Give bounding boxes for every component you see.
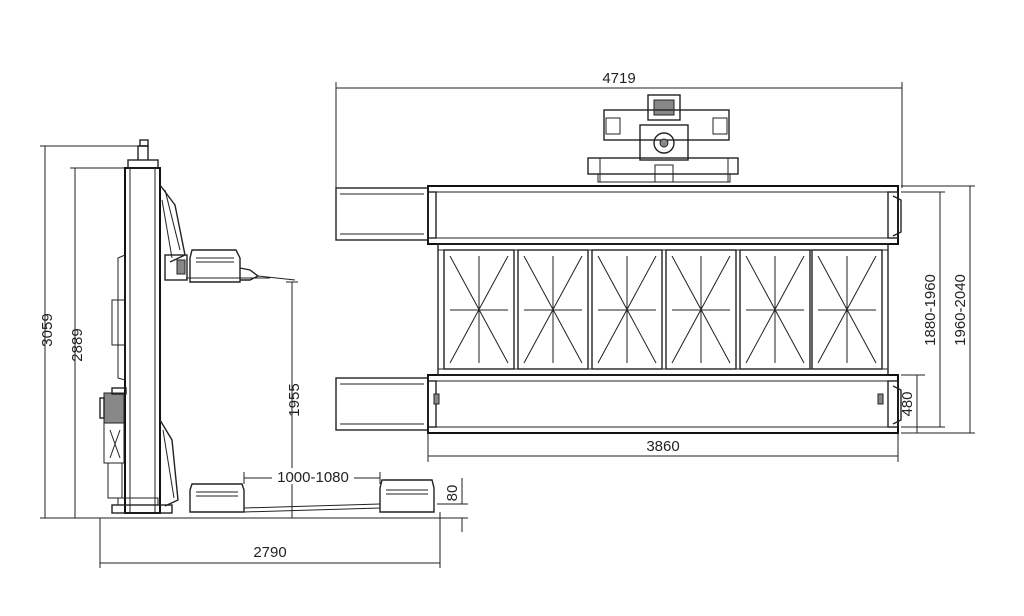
top-drive-unit [587,94,739,183]
dim-column-height-label: 2889 [69,328,86,361]
dim-runway-length: 3860 [427,433,899,462]
lattice-panel [665,249,737,370]
dim-inner-width: 1880-1960 [901,191,945,428]
top-view: 4719 3860 480 1880-1960 1960 [335,70,975,462]
dim-platform-height-label: 1955 [286,383,303,416]
dim-column-height: 2889 [69,167,125,518]
top-lattice-platform [437,243,889,376]
lattice-panel [443,249,515,370]
top-runway-upper [335,185,902,245]
dim-side-length-label: 2790 [253,544,286,561]
lattice-panel [739,249,811,370]
dim-outer-width-label: 1960-2040 [952,274,969,346]
dim-side-length: 2790 [99,512,441,568]
dim-overall-length-label: 4719 [602,70,635,87]
top-runway-lower [335,374,902,434]
dim-ramp-spacing: 1000-1080 [243,468,381,486]
dim-ramp-height-label: 80 [444,485,461,502]
dim-outer-width: 1960-2040 [901,185,975,434]
dim-ramp-spacing-label: 1000-1080 [277,469,349,486]
dim-total-height: 3059 [39,145,140,519]
side-column [111,139,186,514]
dim-inner-width-label: 1880-1960 [922,274,939,346]
lattice-panel [591,249,663,370]
lattice-panel [811,249,883,370]
lattice-panel [517,249,589,370]
dim-overall-length: 4719 [335,70,903,188]
side-upper-arm [164,249,296,283]
dim-total-height-label: 3059 [39,313,56,346]
dim-runway-width-label: 480 [899,391,916,416]
dim-runway-width: 480 [899,374,925,434]
side-ramps [189,479,435,513]
dim-ramp-height: 80 [437,478,468,532]
side-view: 3059 2889 1955 1000-1080 80 [39,139,468,568]
dim-runway-length-label: 3860 [646,438,679,455]
side-motor [99,387,127,499]
